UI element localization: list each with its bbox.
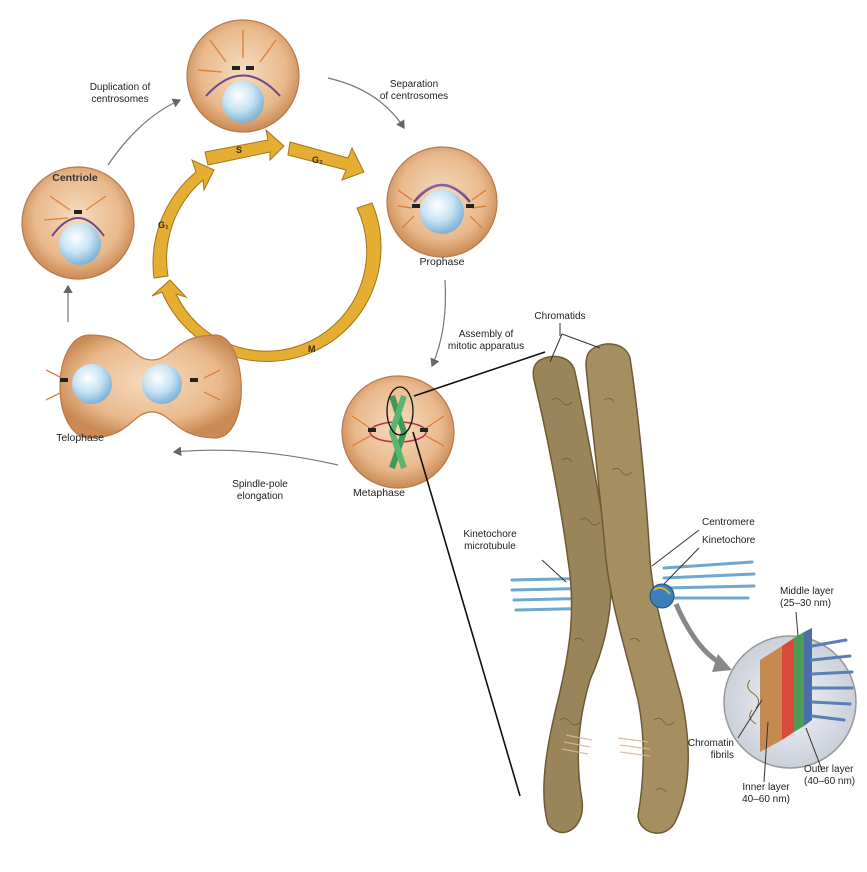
inner-layer-label: Inner layer 40–60 nm) — [726, 782, 806, 806]
inner-layer-line2: 40–60 nm) — [742, 794, 790, 805]
chromosome — [510, 343, 756, 834]
zoom-line-lower — [412, 431, 521, 797]
duplication-arrow — [107, 98, 182, 166]
duplication-label-line1: Duplication of — [89, 82, 151, 93]
telophase-label: Telophase — [56, 432, 104, 444]
s-label: S — [236, 145, 242, 155]
centriole-label: Centriole — [52, 172, 98, 184]
kt-microtubule-leader — [541, 559, 567, 583]
kt-microtubule-label: Kinetochore microtubule — [440, 529, 540, 553]
chromatin-fibrils-line1: Chromatin — [687, 738, 734, 749]
outer-layer-line1: Outer layer — [804, 764, 854, 775]
kinetochore-patch — [649, 583, 675, 609]
g2-label: G₂ — [312, 155, 323, 165]
chromatin-fibrils-leader — [737, 699, 763, 739]
cell-centriole — [21, 166, 135, 280]
duplication-label: Duplication of centrosomes — [60, 82, 180, 106]
s-phase-arrow — [204, 128, 285, 166]
chromatids-label: Chromatids — [534, 311, 586, 322]
outer-layer-label: Outer layer (40–60 nm) — [804, 764, 866, 788]
separation-label-line1: Separation — [389, 79, 439, 90]
kinetochore-zoom-circle — [723, 628, 857, 769]
zoom-line-upper — [413, 351, 546, 397]
kt-microtubule-line2: microtubule — [464, 541, 516, 552]
spindle-arrow — [172, 446, 339, 466]
g1-label: G₁ — [158, 220, 169, 230]
spindle-label-line1: Spindle-pole — [232, 479, 288, 490]
chromatin-fibrils-line2: fibrils — [710, 750, 734, 761]
chromatin-fibrils-label: Chromatin fibrils — [660, 738, 734, 762]
zoom-arrow — [673, 603, 724, 667]
separation-label: Separation of centrosomes — [354, 79, 474, 103]
chromatid-left — [532, 355, 612, 834]
m-phase-arrow — [151, 202, 382, 363]
g2-phase-arrow — [287, 141, 365, 181]
middle-layer-leader — [795, 611, 799, 637]
inner-layer-line1: Inner layer — [742, 782, 790, 793]
spindle-label: Spindle-pole elongation — [210, 479, 310, 503]
cycle-ring — [151, 128, 382, 363]
cell-prophase — [386, 146, 498, 258]
spindle-label-line2: elongation — [236, 491, 284, 502]
middle-layer-line1: Middle layer — [780, 586, 834, 597]
kinetochore-label: Kinetochore — [702, 535, 756, 546]
cell-top — [186, 19, 300, 133]
assembly-label-line1: Assembly of — [458, 329, 514, 340]
assembly-label: Assembly of mitotic apparatus — [426, 329, 546, 353]
separation-label-line2: of centrosomes — [379, 91, 449, 102]
assembly-arrow — [430, 279, 447, 368]
kinetochore-leader — [663, 547, 700, 585]
middle-layer-line2: (25–30 nm) — [780, 598, 832, 609]
separation-arrow — [327, 77, 405, 130]
cell-telophase — [45, 334, 242, 439]
g1-phase-arrow — [152, 159, 215, 279]
assembly-label-line2: mitotic apparatus — [447, 341, 525, 352]
outer-layer-leader — [805, 727, 823, 771]
zoom-source-ellipse — [386, 386, 414, 436]
chromatid-right — [585, 343, 689, 834]
kt-microtubule-line1: Kinetochore — [463, 529, 517, 540]
centromere-leader — [651, 529, 700, 567]
duplication-label-line2: centrosomes — [91, 94, 149, 105]
inner-layer-leader — [763, 721, 769, 783]
outer-layer-line2: (40–60 nm) — [804, 776, 856, 787]
metaphase-label: Metaphase — [353, 487, 405, 499]
prophase-label: Prophase — [419, 256, 465, 268]
m-label: M — [308, 344, 316, 354]
cell-metaphase — [341, 375, 455, 489]
centromere-label: Centromere — [702, 517, 755, 528]
middle-layer-label: Middle layer (25–30 nm) — [780, 586, 866, 610]
